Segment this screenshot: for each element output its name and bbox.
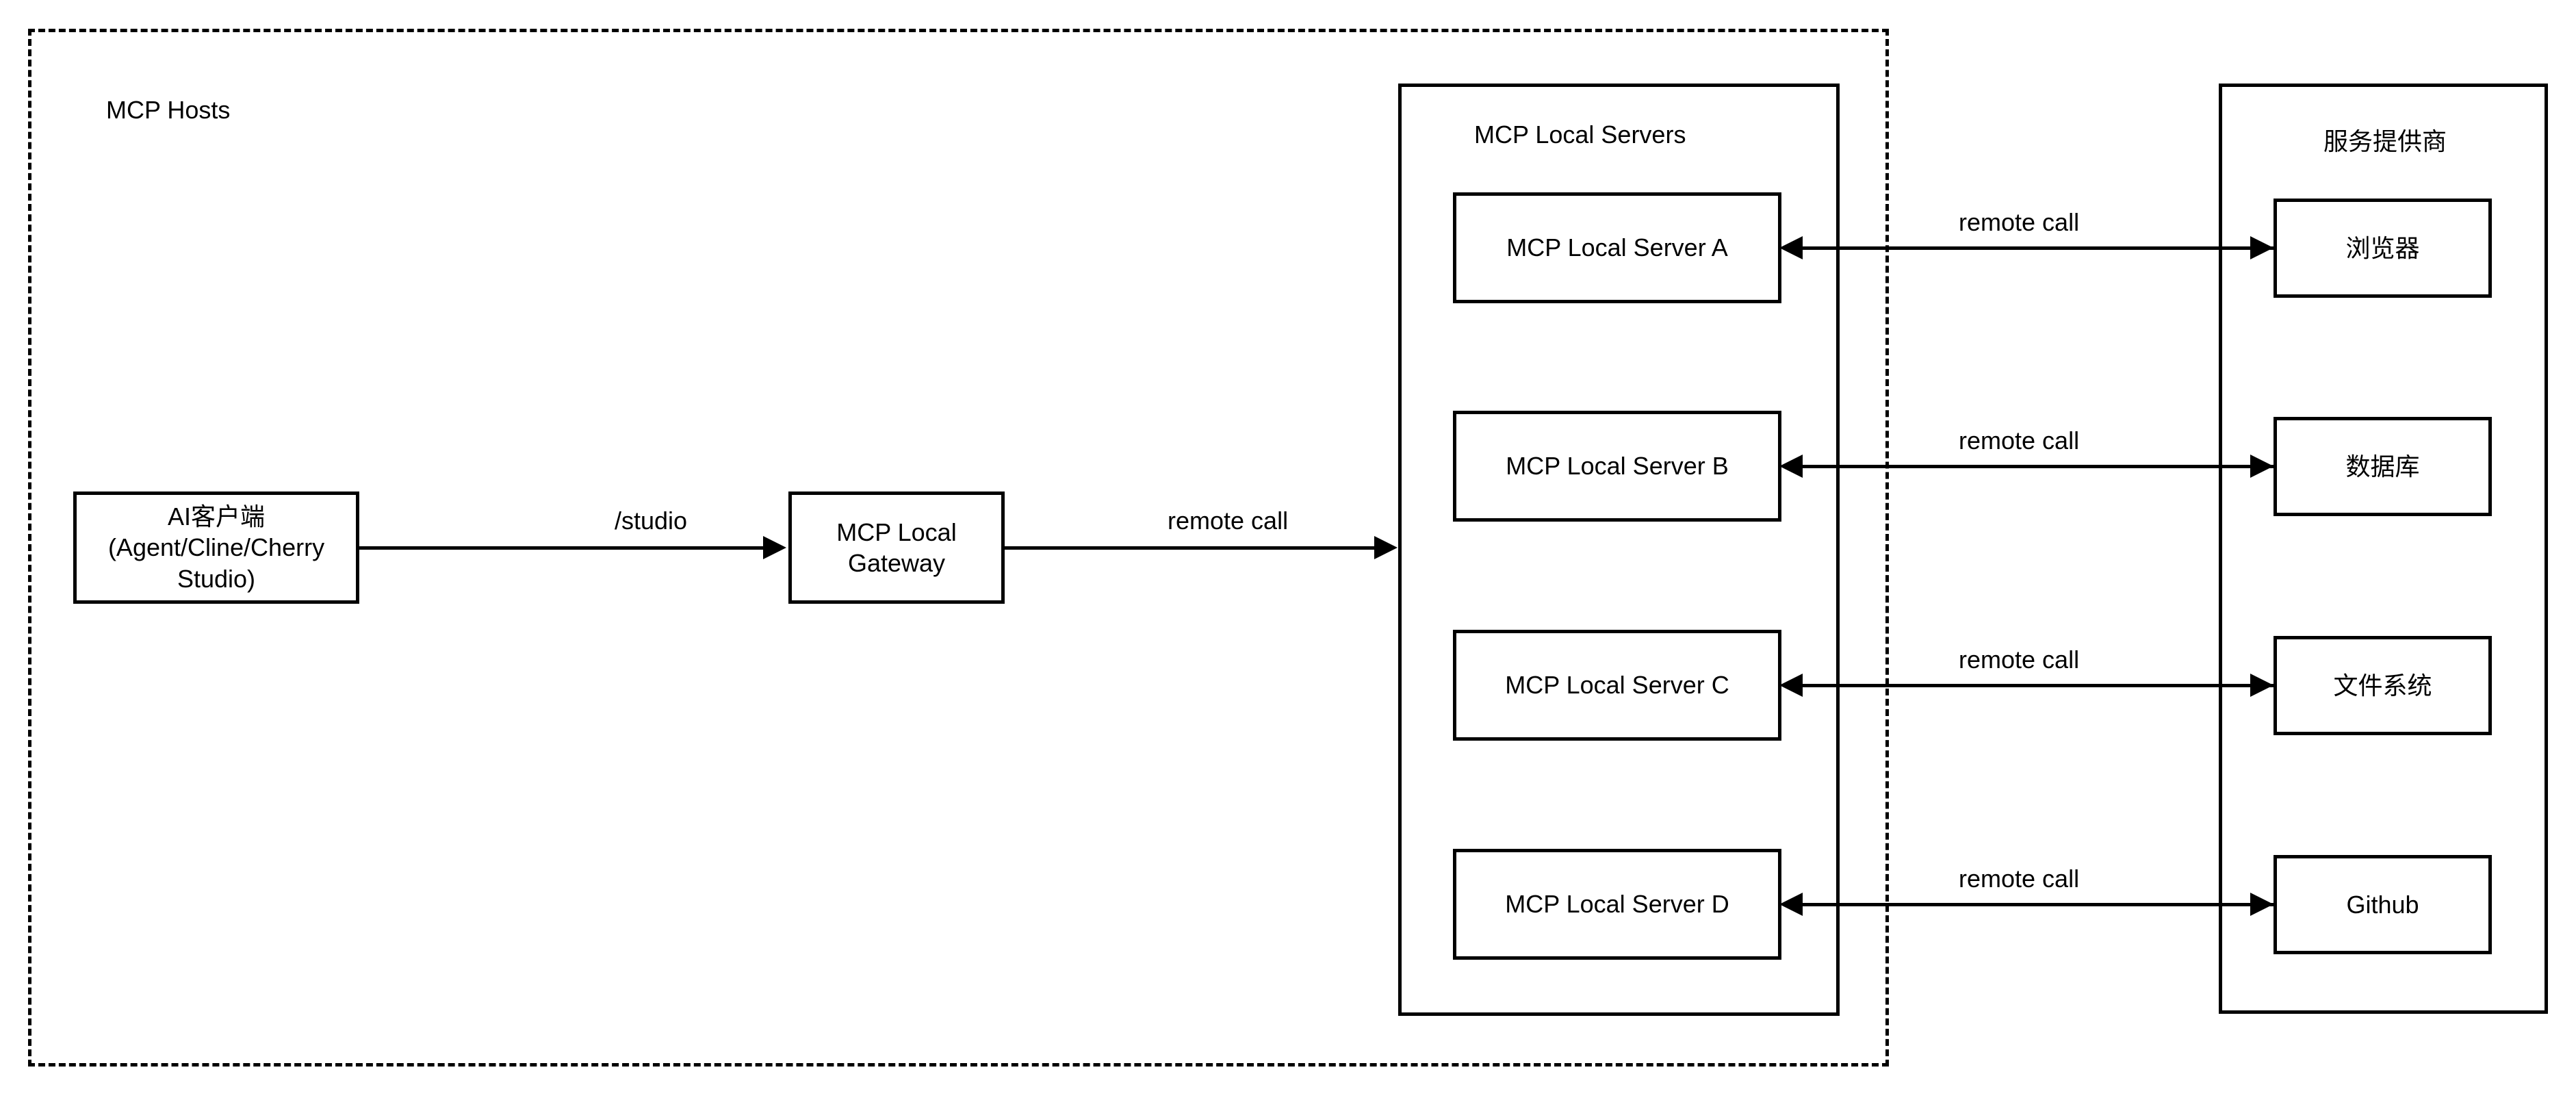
- provider-github-node[interactable]: Github: [2274, 855, 2492, 954]
- mcp-hosts-title: MCP Hosts: [106, 96, 231, 124]
- mcp-local-server-a-node[interactable]: MCP Local Server A: [1453, 192, 1781, 303]
- edge-client-to-gateway: [359, 546, 763, 550]
- mcp-local-server-b-label: MCP Local Server B: [1506, 452, 1729, 481]
- edge-server-a-to-browser: [1800, 246, 2279, 250]
- edge-label-remote-call-c: remote call: [1959, 646, 2080, 674]
- mcp-local-server-c-label: MCP Local Server C: [1505, 671, 1729, 700]
- arrow-head-server-c-to-filesystem-icon: [2250, 674, 2274, 697]
- ai-client-label-line2: (Agent/Cline/Cherry Studio): [107, 533, 325, 593]
- ai-client-label-line1: AI客户端: [167, 502, 265, 531]
- arrow-head-github-to-server-d-icon: [1779, 893, 1803, 916]
- provider-filesystem-label: 文件系统: [2333, 671, 2432, 700]
- arrow-head-database-to-server-b-icon: [1779, 455, 1803, 478]
- mcp-hosts-boundary: [28, 29, 1889, 1067]
- mcp-local-server-d-node[interactable]: MCP Local Server D: [1453, 849, 1781, 960]
- edge-gateway-to-servers: [1005, 546, 1374, 550]
- mcp-local-gateway-label: MCP Local Gateway: [836, 518, 957, 577]
- edge-server-b-to-database: [1800, 465, 2279, 468]
- mcp-local-server-d-label: MCP Local Server D: [1505, 890, 1729, 919]
- provider-browser-label: 浏览器: [2345, 233, 2420, 262]
- provider-browser-node[interactable]: 浏览器: [2274, 199, 2492, 298]
- edge-label-remote-call-b: remote call: [1959, 426, 2080, 455]
- arrow-head-filesystem-to-server-c-icon: [1779, 674, 1803, 697]
- edge-label-studio: /studio: [615, 507, 688, 535]
- provider-database-label: 数据库: [2345, 452, 2420, 481]
- mcp-local-server-c-node[interactable]: MCP Local Server C: [1453, 630, 1781, 741]
- mcp-local-server-a-label: MCP Local Server A: [1506, 233, 1728, 262]
- arrow-head-browser-to-server-a-icon: [1779, 236, 1803, 259]
- arrow-head-server-d-to-github-icon: [2250, 893, 2274, 916]
- provider-database-node[interactable]: 数据库: [2274, 417, 2492, 516]
- edge-label-gateway-remote-call: remote call: [1168, 507, 1289, 535]
- provider-filesystem-node[interactable]: 文件系统: [2274, 636, 2492, 735]
- arrow-head-gateway-to-servers-icon: [1374, 536, 1398, 559]
- edge-label-remote-call-d: remote call: [1959, 865, 2080, 893]
- mcp-local-server-b-node[interactable]: MCP Local Server B: [1453, 411, 1781, 522]
- mcp-local-servers-title: MCP Local Servers: [1474, 120, 1686, 149]
- mcp-local-gateway-node[interactable]: MCP Local Gateway: [788, 491, 1005, 604]
- edge-server-d-to-github: [1800, 903, 2279, 906]
- arrow-head-client-to-gateway-icon: [763, 536, 786, 559]
- ai-client-node[interactable]: AI客户端 (Agent/Cline/Cherry Studio): [73, 491, 359, 604]
- edge-label-remote-call-a: remote call: [1959, 208, 2080, 236]
- edge-server-c-to-filesystem: [1800, 684, 2279, 687]
- provider-github-label: Github: [2346, 890, 2419, 919]
- service-providers-title: 服务提供商: [2323, 127, 2447, 155]
- arrow-head-server-a-to-browser-icon: [2250, 236, 2274, 259]
- arrow-head-server-b-to-database-icon: [2250, 455, 2274, 478]
